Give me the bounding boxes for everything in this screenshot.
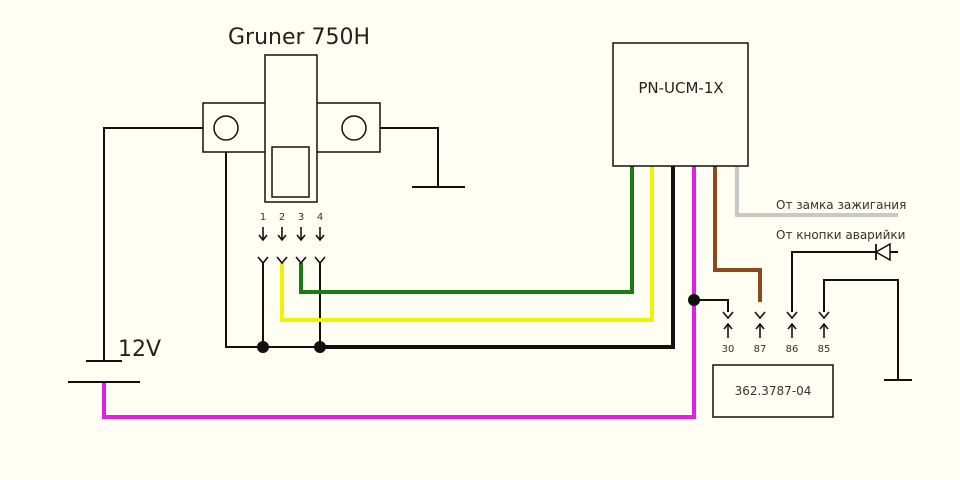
relay-box: 362.3787-04	[712, 364, 834, 418]
gruner-pin-4: 4	[317, 212, 323, 223]
relay-connectors	[722, 311, 830, 338]
gruner-sensor: Gruner 750H	[202, 25, 381, 203]
relay-label: 362.3787-04	[735, 384, 812, 398]
junction-dot-magenta	[688, 294, 700, 306]
ignition-label: От замка зажигания	[776, 198, 906, 212]
relay-connector-30	[722, 311, 734, 338]
wire-gray	[735, 166, 898, 217]
gruner-connector-2	[276, 227, 288, 265]
relay-connector-86	[786, 311, 798, 338]
sensor-title: Gruner 750H	[228, 25, 370, 50]
junction-dot-pin4	[314, 341, 326, 353]
battery-symbol: 12V	[68, 337, 161, 383]
wire-battery-to-left-terminal	[103, 127, 226, 361]
module-box	[612, 42, 749, 167]
gruner-pin-1: 1	[260, 212, 266, 223]
relay-connector-85	[818, 311, 830, 338]
relay-pin-85: 85	[818, 344, 831, 355]
sensor-right-terminal	[341, 115, 367, 141]
relay-pin-labels: 30 87 86 85	[722, 344, 831, 355]
diode-icon	[874, 242, 891, 262]
relay-pin-30: 30	[722, 344, 735, 355]
wire-left-terminal-to-bus	[225, 128, 320, 348]
wires	[102, 127, 899, 419]
gruner-connectors	[257, 227, 326, 265]
wire-yellow	[280, 166, 654, 322]
junction-dot-pin1	[257, 341, 269, 353]
gruner-connector-1	[257, 227, 269, 265]
relay-pin-87: 87	[754, 344, 767, 355]
relay-outline	[712, 364, 834, 418]
hazard-label: От кнопки аварийки	[776, 228, 905, 242]
gruner-pin-2: 2	[279, 212, 285, 223]
battery-label: 12V	[118, 337, 161, 362]
wire-to-relay-30	[694, 299, 729, 312]
gruner-pin-labels: 1 2 3 4	[260, 212, 323, 223]
sensor-inner-window	[271, 146, 310, 198]
module-label: PN-UCM-1X	[638, 79, 723, 97]
gruner-connector-3	[295, 227, 307, 265]
wire-green	[299, 166, 634, 294]
gruner-connector-4	[314, 227, 326, 265]
wire-magenta	[102, 166, 696, 419]
relay-connector-87	[754, 311, 766, 338]
wire-right-terminal-to-ground	[380, 127, 439, 187]
relay-pin-86: 86	[786, 344, 799, 355]
wire-module-ground	[320, 166, 675, 349]
gruner-pin-3: 3	[298, 212, 304, 223]
module-pn-ucm: PN-UCM-1X	[612, 42, 749, 167]
wire-85-to-ground	[823, 279, 899, 380]
wire-hazard-to-86	[791, 251, 898, 312]
sensor-left-terminal	[213, 115, 239, 141]
wire-brown	[713, 166, 762, 302]
